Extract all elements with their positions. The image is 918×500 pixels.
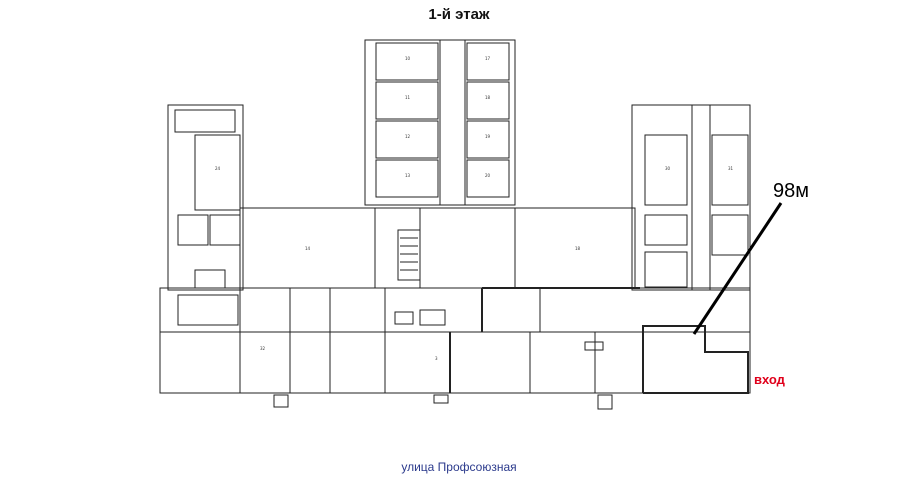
svg-text:31: 31 <box>728 166 734 171</box>
right-wing <box>631 104 751 291</box>
svg-text:14: 14 <box>305 246 311 251</box>
svg-text:18: 18 <box>575 246 581 251</box>
svg-text:17: 17 <box>485 56 491 61</box>
area-pointer-line <box>692 202 783 335</box>
svg-text:10: 10 <box>405 56 411 61</box>
svg-text:11: 11 <box>405 95 411 100</box>
svg-text:32: 32 <box>260 346 266 351</box>
highlighted-area-label: 98м <box>773 180 809 202</box>
room-marks: 10 11 12 13 17 18 19 20 24 14 18 30 31 3… <box>215 56 734 361</box>
svg-text:3: 3 <box>435 356 438 361</box>
entrance-label: вход <box>754 372 785 387</box>
svg-text:30: 30 <box>665 166 671 171</box>
street-label: улица Профсоюзная <box>401 460 517 474</box>
svg-text:12: 12 <box>405 134 411 139</box>
floor-title: 1-й этаж <box>428 6 490 23</box>
svg-text:20: 20 <box>485 173 491 178</box>
svg-text:13: 13 <box>405 173 411 178</box>
entrance-steps <box>273 394 613 410</box>
highlighted-premises <box>642 325 749 394</box>
lower-band <box>159 287 751 394</box>
svg-text:18: 18 <box>485 95 491 100</box>
left-wing <box>167 104 244 326</box>
svg-text:19: 19 <box>485 134 491 139</box>
central-tower <box>364 39 516 206</box>
svg-text:24: 24 <box>215 166 221 171</box>
